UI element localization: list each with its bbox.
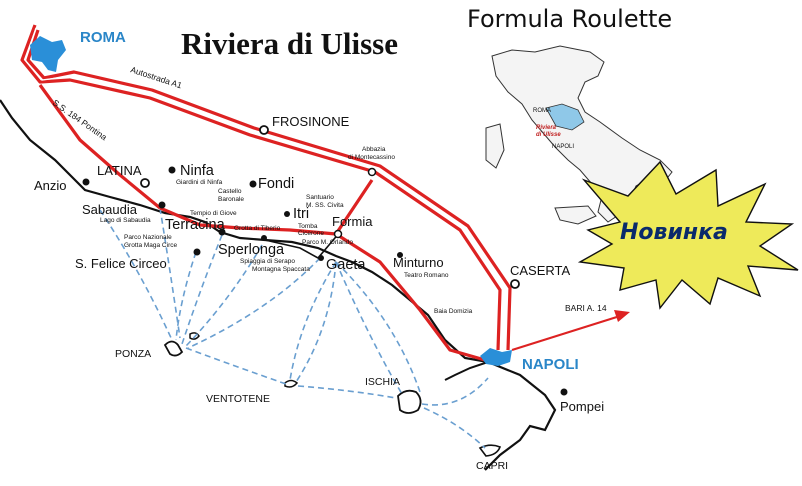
poi-parco-orlando: Parco M. Orlando — [302, 239, 353, 246]
label-minturno: Minturno — [393, 255, 444, 270]
label-latina: LATINA — [97, 163, 142, 178]
poi-tomba-1: Tomba — [298, 223, 318, 230]
formula-heading: Formula Roulette — [467, 5, 672, 33]
inset-riviera-1: Riviera — [536, 125, 557, 131]
coastline-naples-bay — [444, 361, 489, 381]
poi-parco-circeo: Parco Nazionale — [124, 234, 172, 241]
poi-grotta-maga: Grotta Maga Circe — [124, 242, 177, 249]
city-markers — [82, 125, 568, 396]
map-title: Riviera di Ulisse — [181, 26, 398, 61]
label-sabaudia: Sabaudia — [82, 202, 138, 217]
label-ss184: S.S. 184 Pontina — [51, 97, 109, 142]
label-capri: CAPRI — [476, 460, 508, 472]
poi-abbazia-1: Abbazia — [362, 146, 386, 153]
badge-star — [577, 160, 799, 310]
poi-baia: Baia Domizia — [434, 308, 473, 315]
label-felice: S. Felice Circeo — [75, 256, 167, 271]
route-lines — [20, 24, 512, 364]
label-fondi: Fondi — [258, 176, 294, 192]
label-ninfa: Ninfa — [180, 163, 215, 179]
arrow-bari — [614, 310, 630, 322]
poi-castello-2: Baronale — [218, 196, 244, 203]
island-ponza — [163, 340, 184, 357]
label-napoli: NAPOLI — [522, 356, 579, 373]
poi-teatro: Teatro Romano — [404, 272, 449, 279]
label-ponza: PONZA — [115, 348, 151, 360]
badge-text: Новинка — [620, 220, 728, 245]
label-caserta: CASERTA — [510, 263, 571, 278]
label-formia: Formia — [332, 214, 373, 229]
inset-region-lazio — [545, 103, 585, 131]
inset-riviera-2: di Ulisse — [536, 132, 561, 138]
label-itri: Itri — [293, 206, 309, 222]
inset-label-napoli: NAPOLI — [552, 144, 574, 150]
roma-region — [30, 36, 66, 72]
sardinia — [485, 123, 505, 169]
sicily — [554, 205, 597, 225]
road-coastal — [264, 231, 341, 260]
label-ischia: ISCHIA — [365, 376, 400, 388]
poi-ninfa-garden: Giardini di Ninfa — [176, 179, 223, 186]
italy-inset: ROMA NAPOLI Riviera di Ulisse — [485, 45, 673, 225]
poi-grotta-tiberio: Grotta di Tiberio — [234, 225, 281, 232]
label-frosinone: FROSINONE — [272, 114, 350, 129]
label-sperlonga: Sperlonga — [218, 242, 285, 258]
label-bari: BARI A. 14 — [565, 303, 607, 313]
inset-label-roma: ROMA — [533, 108, 551, 114]
poi-sabaudia-lake: Lago di Sabaudia — [100, 217, 151, 224]
label-gaeta: Gaeta — [326, 257, 366, 273]
poi-montagna: Montagna Spaccata — [252, 266, 310, 273]
poi-tempio: Tempio di Giove — [190, 210, 237, 217]
poi-santuario-1: Santuario — [306, 194, 334, 201]
poi-abbazia-2: di Montecassino — [348, 154, 395, 161]
island-ventotene — [284, 379, 299, 388]
island-palmarola — [189, 332, 200, 340]
label-anzio: Anzio — [34, 178, 67, 193]
poi-tomba-2: Cicerone — [298, 230, 324, 237]
poi-santuario-2: M. SS. Civita — [306, 202, 344, 209]
label-roma: ROMA — [80, 29, 126, 46]
coastline — [0, 99, 557, 471]
island-ischia — [397, 389, 422, 414]
napoli-region — [480, 348, 512, 366]
label-terracina: Terracina — [165, 217, 226, 233]
label-ventotene: VENTOTENE — [206, 393, 270, 405]
label-pompei: Pompei — [560, 399, 604, 414]
poi-spiaggia: Spiaggia di Serapo — [240, 258, 295, 265]
route-inner — [24, 27, 506, 351]
ferry-routes — [99, 207, 489, 449]
poi-castello-1: Castello — [218, 188, 242, 195]
route-bari — [511, 314, 621, 352]
island-capri — [478, 444, 502, 457]
